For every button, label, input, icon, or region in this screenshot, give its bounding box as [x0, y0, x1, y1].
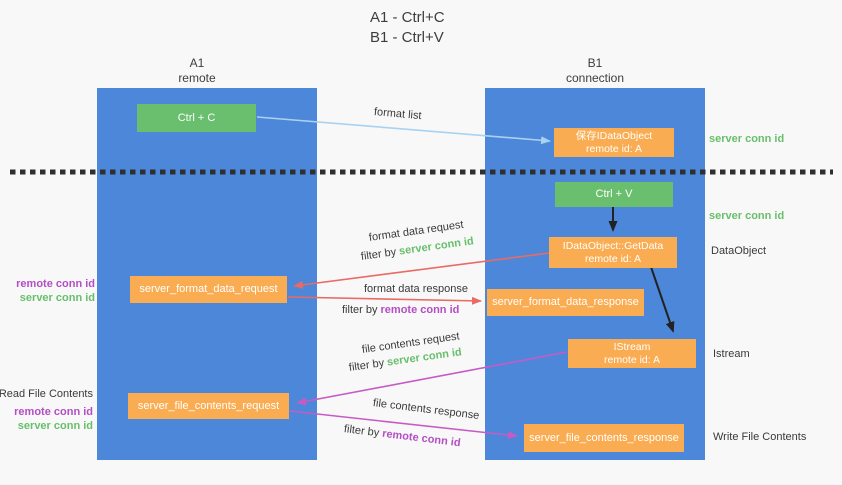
file-contents-response-label: file contents response	[372, 397, 480, 422]
idataobject-getdata-box: IDataObject::GetData remote id: A	[549, 237, 677, 268]
ctrl-c-label: Ctrl + C	[177, 111, 216, 124]
remote-conn-id-left-label: remote conn id	[16, 278, 95, 290]
filter-by-text: filter by	[348, 356, 388, 374]
ctrl-c-box: Ctrl + C	[137, 104, 256, 132]
getdata-line1: IDataObject::GetData	[562, 239, 664, 252]
remote-conn-id-text: remote conn id	[380, 304, 460, 316]
istream-side-label: Istream	[713, 348, 750, 360]
server-file-contents-request-box: server_file_contents_request	[128, 393, 289, 419]
column-a-subtitle: remote	[178, 71, 216, 85]
istream-line1: IStream	[613, 340, 651, 353]
server-file-contents-request-label: server_file_contents_request	[137, 399, 280, 412]
column-b-name: B1	[587, 56, 603, 70]
save-idataobject-line2: remote id: A	[585, 142, 643, 155]
file-contents-response-filter-label: filter by remote conn id	[343, 423, 461, 449]
ctrl-v-box: Ctrl + V	[555, 182, 673, 207]
filter-by-text: filter by	[342, 304, 381, 316]
getdata-line2: remote id: A	[584, 252, 642, 265]
server-conn-id-right-top-label: server conn id	[709, 133, 785, 145]
write-file-contents-label: Write File Contents	[713, 431, 807, 443]
file-request-conn-id-group: remote conn id server conn id	[14, 406, 93, 433]
filter-by-text: filter by	[360, 245, 400, 263]
save-idataobject-line1: 保存IDataObject	[575, 129, 653, 142]
column-a-header: A1 remote	[87, 56, 307, 86]
title-line-2: B1 - Ctrl+V	[370, 29, 444, 46]
read-file-contents-label: Read File Contents	[0, 388, 93, 400]
server-file-contents-response-box: server_file_contents_response	[524, 424, 684, 452]
server-format-data-response-label: server_format_data_response	[492, 296, 639, 308]
save-idataobject-box: 保存IDataObject remote id: A	[554, 128, 674, 157]
filter-by-text: filter by	[343, 423, 383, 440]
remote-conn-id-text: remote conn id	[381, 427, 462, 450]
server-conn-id-left-label: server conn id	[17, 419, 93, 432]
dataobject-label: DataObject	[711, 245, 767, 257]
format-request-conn-id-group: remote conn id server conn id	[16, 278, 95, 305]
server-format-data-request-label: server_format_data_request	[139, 283, 278, 295]
column-b-header: B1 connection	[485, 56, 705, 86]
remote-conn-id-left-label: remote conn id	[14, 406, 93, 418]
column-b-subtitle: connection	[565, 71, 625, 85]
ctrl-v-label: Ctrl + V	[595, 188, 633, 200]
server-format-data-request-box: server_format_data_request	[130, 276, 287, 303]
istream-box: IStream remote id: A	[568, 339, 696, 368]
diagram-title: A1 - Ctrl+C B1 - Ctrl+V	[370, 8, 445, 48]
server-file-contents-response-label: server_file_contents_response	[529, 431, 679, 444]
server-conn-id-text: server conn id	[398, 235, 475, 258]
column-a-name: A1	[189, 56, 205, 70]
format-data-response-label: format data response	[364, 283, 468, 295]
server-conn-id-right-mid-label: server conn id	[709, 210, 785, 222]
format-data-response-filter-label: filter by remote conn id	[342, 304, 459, 316]
title-line-1: A1 - Ctrl+C	[370, 9, 445, 26]
server-conn-id-left-label: server conn id	[19, 291, 95, 304]
format-list-label: format list	[373, 106, 423, 123]
server-format-data-response-box: server_format_data_response	[487, 289, 644, 316]
istream-line2: remote id: A	[603, 353, 661, 366]
